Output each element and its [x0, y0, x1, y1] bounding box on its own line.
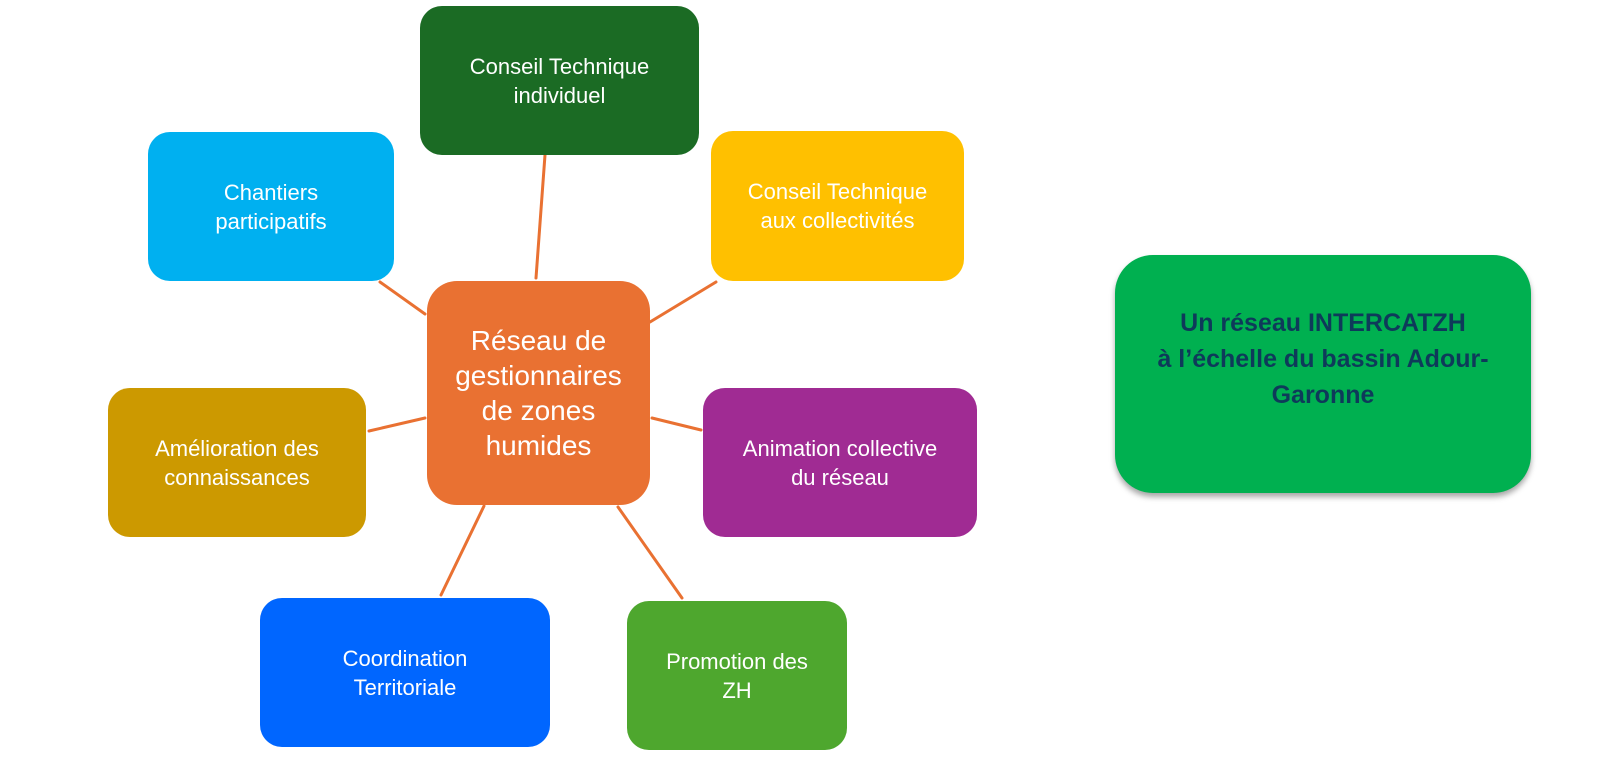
connector-chantiers	[378, 280, 427, 316]
connector-amelioration	[367, 416, 427, 433]
central-node-reseau: Réseau de gestionnaires de zones humides	[427, 281, 650, 505]
intercatzh-callout: Un réseau INTERCATZH à l’échelle du bass…	[1115, 255, 1531, 493]
node-conseil-technique-individuel: Conseil Technique individuel	[420, 6, 699, 155]
node-coordination-territoriale: Coordination Territoriale	[260, 598, 550, 747]
node-animation-collective: Animation collective du réseau	[703, 388, 977, 537]
node-amelioration-connaissances: Amélioration des connaissances	[108, 388, 366, 537]
connector-conseil-individuel	[534, 153, 547, 280]
connector-coordination	[439, 504, 486, 597]
connector-promotion	[616, 505, 684, 600]
connector-animation	[650, 416, 703, 432]
connector-conseil-collectivites	[648, 280, 718, 324]
node-promotion-zh: Promotion des ZH	[627, 601, 847, 750]
node-conseil-technique-collectivites: Conseil Technique aux collectivités	[711, 131, 964, 281]
node-chantiers-participatifs: Chantiers participatifs	[148, 132, 394, 281]
